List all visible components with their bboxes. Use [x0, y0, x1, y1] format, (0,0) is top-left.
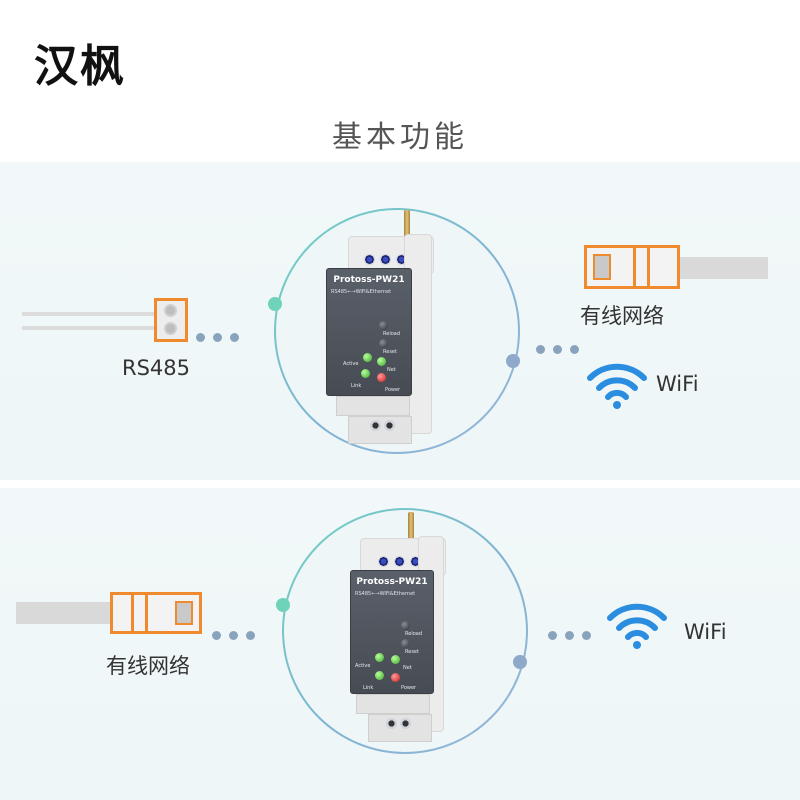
- net-label: Net: [403, 665, 412, 671]
- net-led: [377, 357, 386, 366]
- reload-label: Reload: [405, 631, 423, 637]
- section-title: 基本功能: [332, 120, 468, 155]
- active-label: Active: [355, 663, 371, 669]
- power-label: Power: [385, 387, 401, 393]
- bottom-wired-network-label: 有线网络: [106, 654, 190, 678]
- bottom-ring-node-left: [276, 598, 290, 612]
- top-device-image: Protoss-PW21 RS485←→WiFi&Ethernet Reload…: [326, 210, 436, 450]
- device-subtitle: RS485←→WiFi&Ethernet: [331, 289, 392, 295]
- device-front-panel: Protoss-PW21 RS485←→WiFi&Ethernet Reload…: [350, 570, 434, 694]
- wifi-icon: [587, 363, 647, 409]
- bottom-ring-node-right: [513, 655, 527, 669]
- reload-button: [401, 621, 410, 630]
- reset-label: Reset: [405, 649, 419, 655]
- ethernet-connector-icon: [584, 245, 680, 289]
- bottom-left-dots: [212, 631, 255, 640]
- ethernet-connector-icon: [110, 592, 202, 634]
- device-model: Protoss-PW21: [356, 577, 428, 587]
- net-label: Net: [387, 367, 396, 373]
- bottom-right-dots: [548, 631, 591, 640]
- active-led: [375, 653, 384, 662]
- link-led: [361, 369, 370, 378]
- reload-button: [379, 321, 388, 330]
- top-wifi-label: WiFi: [656, 372, 699, 396]
- panel-divider: [20, 480, 780, 488]
- active-label: Active: [343, 361, 359, 367]
- bottom-wifi-label: WiFi: [684, 620, 727, 644]
- antenna: [408, 512, 414, 542]
- top-right-dots: [536, 345, 579, 354]
- active-led: [363, 353, 372, 362]
- reset-button: [401, 639, 410, 648]
- antenna: [404, 210, 410, 238]
- power-label: Power: [401, 685, 417, 691]
- reset-button: [379, 339, 388, 348]
- reset-label: Reset: [383, 349, 397, 355]
- link-label: Link: [351, 383, 362, 389]
- device-subtitle: RS485←→WiFi&Ethernet: [355, 591, 416, 597]
- link-label: Link: [363, 685, 374, 691]
- rs485-wire-1: [22, 312, 162, 316]
- rs485-connector-icon: [154, 298, 188, 342]
- rs485-wire-2: [22, 326, 162, 330]
- brand-logo-text: 汉枫: [34, 41, 126, 92]
- top-ring-node-left: [268, 297, 282, 311]
- top-wired-network-label: 有线网络: [580, 304, 664, 328]
- top-ring-node-right: [506, 354, 520, 368]
- rs485-label: RS485: [122, 356, 191, 380]
- device-front-panel: Protoss-PW21 RS485←→WiFi&Ethernet Reload…: [326, 268, 412, 396]
- bottom-device-image: Protoss-PW21 RS485←→WiFi&Ethernet Reload…: [346, 512, 456, 752]
- wifi-icon: [607, 603, 667, 649]
- device-model: Protoss-PW21: [333, 275, 405, 285]
- power-led: [377, 373, 386, 382]
- top-ethernet-cable: [676, 257, 768, 279]
- bottom-ethernet-cable: [16, 602, 116, 624]
- top-left-dots: [196, 333, 239, 342]
- link-led: [375, 671, 384, 680]
- power-led: [391, 673, 400, 682]
- reload-label: Reload: [383, 331, 401, 337]
- net-led: [391, 655, 400, 664]
